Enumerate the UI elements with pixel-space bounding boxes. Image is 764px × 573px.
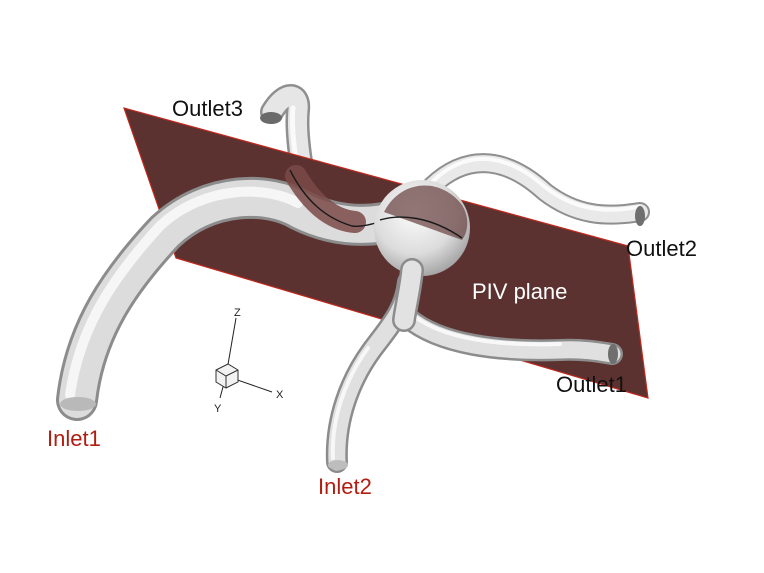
axis-y-label: Y: [214, 403, 222, 415]
outlet2-label: Outlet2: [626, 236, 697, 261]
inlet2-label: Inlet2: [318, 474, 372, 499]
aneurysm-sac: [374, 180, 470, 276]
outlet2-vessel: [422, 153, 650, 226]
outlet1-vessel: [397, 307, 623, 365]
neck-vessel: [392, 258, 424, 332]
outlet1-label: Outlet1: [556, 372, 627, 397]
axis-triad: Z X Y: [214, 307, 284, 415]
outlet3-label: Outlet3: [172, 96, 243, 121]
inlet1-label: Inlet1: [47, 426, 101, 451]
axis-x-label: X: [276, 389, 284, 401]
axis-z-label: Z: [234, 307, 241, 319]
piv-plane-label: PIV plane: [472, 279, 567, 304]
